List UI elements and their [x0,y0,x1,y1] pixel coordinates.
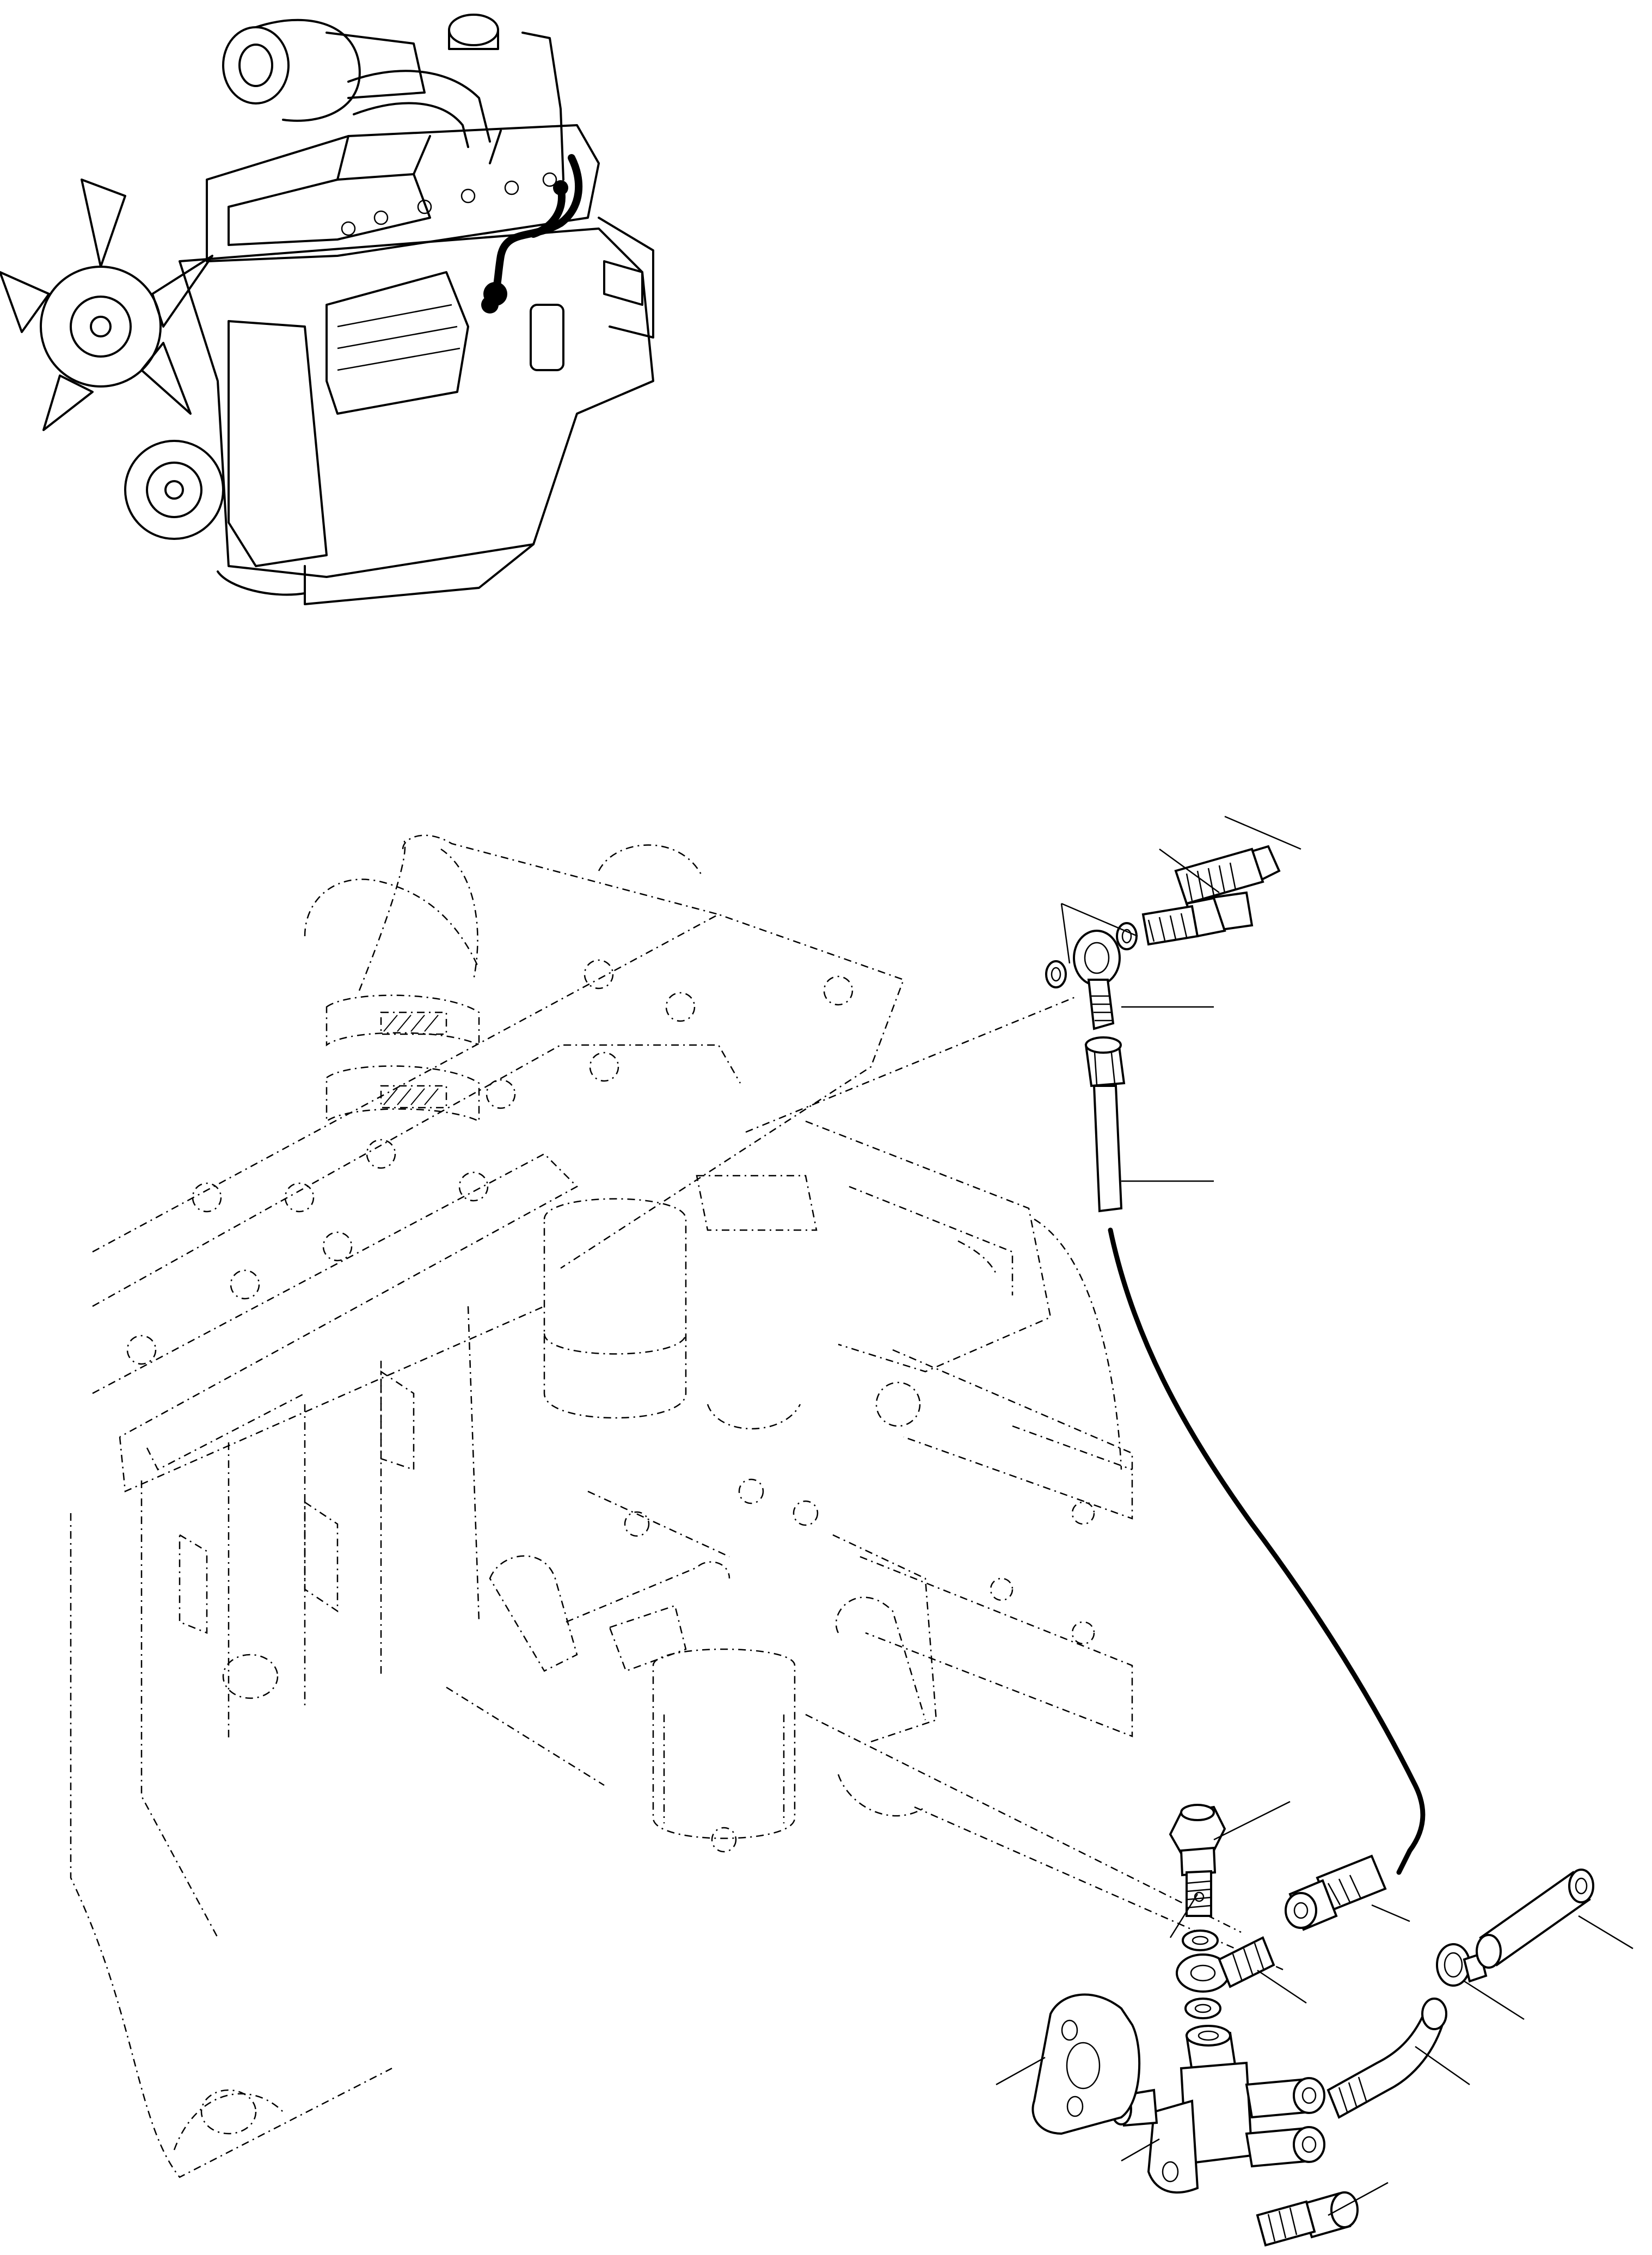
callout-leader [1061,902,1138,937]
callout-leader [1415,2045,1470,2086]
callout-leader [1371,1904,1410,1922]
upper-hollow-screw [1141,891,1254,946]
lower-banjo-fitting [1176,1936,1275,1993]
rigid-fuel-pipe [1092,1085,1123,1213]
engine-block-phantom [70,834,1285,2178]
callout-leader [1060,903,1071,964]
lower-sealing-washer-b [1184,1998,1221,2019]
lower-hose-fitting [1285,1854,1387,1931]
callout-leader [1578,1915,1633,1950]
callout-leader [1464,1980,1525,2020]
pump-mounting-screw [1256,2191,1359,2247]
engine-block [179,228,654,578]
upper-sealing-washer-a [1116,922,1138,950]
oil-filler-cap [448,14,499,50]
fuel-filter-thumb [530,304,564,371]
cooling-fan [0,179,213,431]
hose-sleeve [1476,1869,1594,1969]
flexible-fuel-hose [1108,1227,1426,1875]
upper-union-nut [1084,1036,1126,1087]
callout-leader [1121,2138,1160,2162]
callout-leader [1169,1894,1199,1938]
feed-pump-body [1110,2025,1325,2193]
lower-sealing-washer-a [1182,1930,1219,1951]
pump-gasket [1031,1993,1141,2135]
hose-clamp-lower [326,1065,480,1123]
callout-leader [1224,815,1301,850]
upper-banjo-bolt [1174,845,1281,905]
callout-leader [1159,848,1220,894]
head-bolts [126,959,853,1365]
hose-clamp-upper [326,994,480,1047]
suction-hose [1326,1998,1447,2119]
upper-sealing-washer-b [1045,960,1067,988]
callout-leader [1213,1801,1291,1841]
timing-cover [228,320,328,567]
fuel-filter-phantom [543,1175,818,1430]
turbocharger [222,19,426,122]
rocker-cover [206,124,600,262]
engine-overview-thumbnail [0,14,654,605]
injection-pump [326,271,469,415]
callout-leader [996,2056,1046,2086]
callout-leader [1328,2182,1389,2216]
crank-pulley [124,440,224,540]
callout-leaders [996,815,1633,2216]
callout-leader [1257,1969,1307,2004]
lower-banjo-bolt [1169,1804,1226,1917]
upper-banjo-fitting [1073,930,1121,1030]
